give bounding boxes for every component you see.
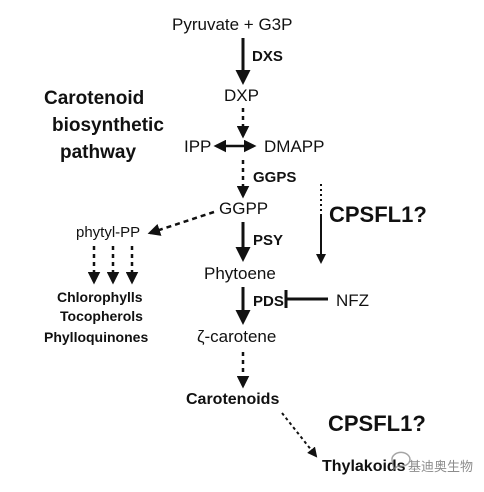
product-phylloquinones: Phylloquinones bbox=[44, 329, 148, 345]
title-line-1: Carotenoid bbox=[44, 88, 144, 109]
enzyme-psy: PSY bbox=[253, 232, 283, 249]
node-nfz: NFZ bbox=[336, 291, 369, 310]
node-phytyl-pp: phytyl-PP bbox=[76, 224, 140, 241]
node-phytoene: Phytoene bbox=[204, 264, 276, 283]
arrow-carotenoids-to-thylakoids bbox=[281, 412, 318, 458]
node-zeta-carotene: ζ-carotene bbox=[197, 327, 276, 346]
node-dxp: DXP bbox=[224, 86, 259, 105]
title-line-2: biosynthetic bbox=[52, 115, 164, 136]
chat-bubble-icon bbox=[391, 451, 411, 471]
arrow-ggpp-to-phytyl-pp bbox=[147, 210, 215, 236]
node-ipp: IPP bbox=[184, 137, 211, 156]
node-dmapp: DMAPP bbox=[264, 137, 324, 156]
node-ggpp: GGPP bbox=[219, 199, 268, 218]
enzyme-ggps: GGPS bbox=[253, 169, 296, 186]
product-chlorophylls: Chlorophylls bbox=[57, 289, 143, 305]
product-tocopherols: Tocopherols bbox=[60, 308, 143, 324]
watermark: 基迪奥生物 bbox=[391, 451, 473, 474]
enzyme-dxs: DXS bbox=[252, 48, 283, 65]
watermark-text: 基迪奥生物 bbox=[408, 459, 473, 474]
enzyme-pds: PDS bbox=[253, 293, 284, 310]
title-line-3: pathway bbox=[60, 142, 136, 163]
node-carotenoids: Carotenoids bbox=[186, 391, 279, 408]
cpsfl1-label-lower: CPSFL1? bbox=[328, 411, 426, 436]
node-thylakoids: Thylakoids bbox=[322, 458, 406, 475]
cpsfl1-label-upper: CPSFL1? bbox=[329, 202, 427, 227]
node-pyruvate-g3p: Pyruvate + G3P bbox=[172, 15, 292, 34]
